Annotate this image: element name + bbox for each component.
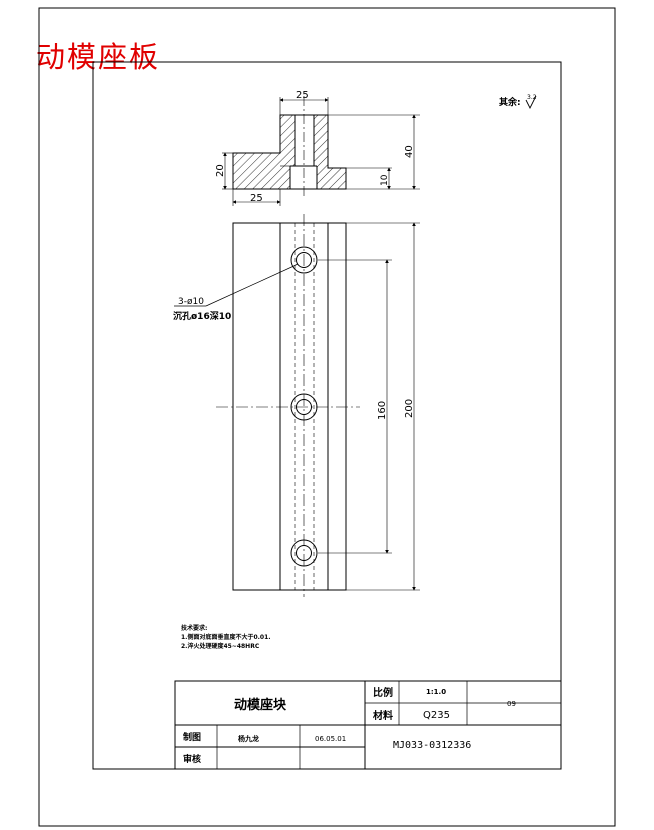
- technical-notes: 技术要求: 1.侧面对底面垂直度不大于0.01. 2.淬火处理硬度45~48HR…: [181, 624, 271, 650]
- dim-total-height: 40: [404, 145, 415, 158]
- dim-hole-spacing: 160: [377, 401, 388, 420]
- hole-middle: [290, 393, 318, 421]
- title-material-label: 材料: [373, 709, 393, 722]
- title-scale-label: 比例: [373, 686, 393, 699]
- title-drawn-label: 制图: [183, 731, 201, 743]
- hole-callout-leader: [205, 263, 299, 307]
- title-quantity: 09: [507, 700, 516, 708]
- title-material-value: Q235: [423, 710, 450, 721]
- plan-view: 3-ø10 沉孔ø16深10 160 200: [173, 214, 420, 597]
- section-hatch-left: [233, 115, 295, 189]
- hole-bottom: [290, 539, 318, 567]
- hole-callout-line1: 3-ø10: [178, 297, 204, 307]
- plan-outline: [232, 222, 347, 591]
- hole-top: [290, 246, 318, 274]
- finish-symbol-value: 3.2: [527, 94, 537, 101]
- notes-title: 技术要求:: [181, 624, 207, 632]
- dim-step-height: 10: [380, 174, 390, 186]
- dim-left-height: 20: [215, 164, 226, 177]
- hole-callout-line2: 沉孔ø16深10: [173, 310, 231, 322]
- title-drawn-by: 杨九龙: [238, 734, 259, 743]
- title-part-name: 动模座块: [234, 697, 287, 713]
- notes-item-2: 2.淬火处理硬度45~48HRC: [181, 642, 260, 650]
- title-scale-value: 1:1.0: [426, 688, 446, 696]
- title-block: [174, 680, 562, 770]
- notes-item-1: 1.侧面对底面垂直度不大于0.01.: [181, 633, 271, 641]
- surface-finish-note: 其余: 3.2: [499, 94, 537, 110]
- finish-symbol-icon: [525, 95, 537, 110]
- title-date: 06.05.01: [315, 735, 346, 743]
- page-title: 动模座板: [36, 40, 161, 74]
- dim-total-length: 200: [404, 399, 415, 418]
- outer-border: [38, 7, 616, 827]
- dim-top-width: 25: [296, 90, 309, 101]
- dim-bottom-width: 25: [250, 193, 263, 204]
- section-view: 25 25 20 40 10: [215, 90, 420, 206]
- title-drawing-number: MJ033-0312336: [393, 740, 471, 751]
- finish-note-text: 其余:: [499, 96, 521, 108]
- section-hatch-right: [314, 115, 346, 189]
- section-outline: [232, 114, 347, 190]
- title-checked-label: 审核: [183, 753, 201, 765]
